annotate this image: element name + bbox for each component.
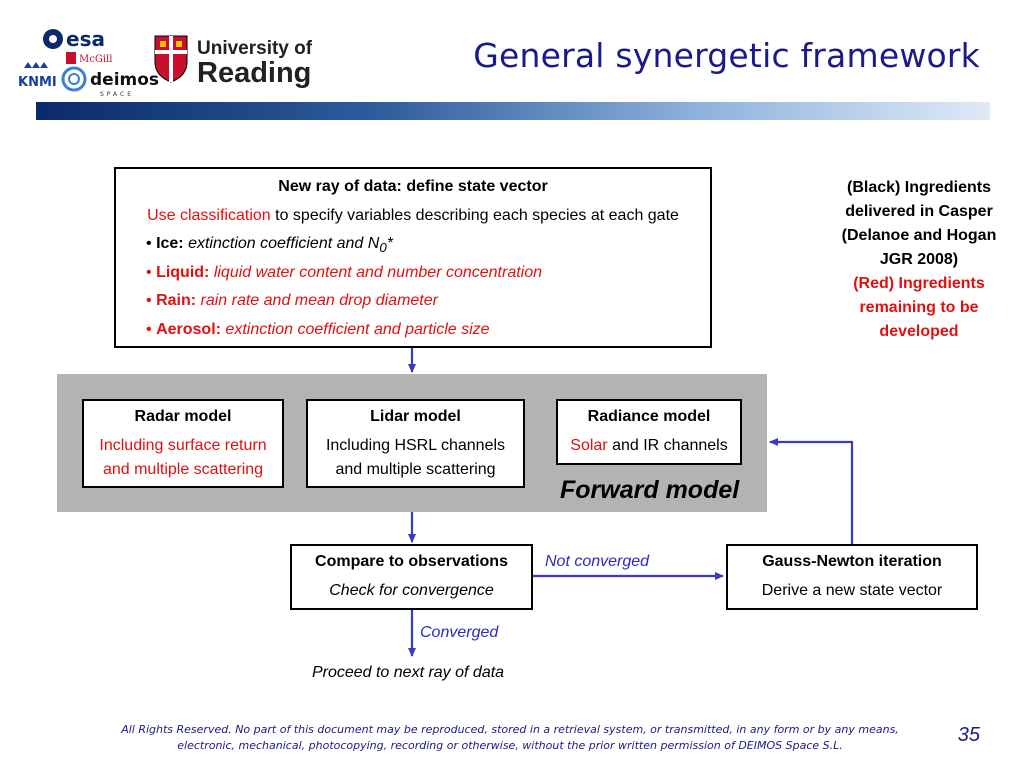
ice-text: extinction coefficient and N: [183, 235, 380, 252]
radar-line-1: Including surface return: [99, 437, 267, 454]
liquid-text: liquid water content and number concentr…: [209, 264, 543, 281]
radar-line-2: and multiple scattering: [102, 461, 264, 478]
svg-text:KNMI: KNMI: [18, 75, 57, 90]
page-number: 35: [957, 724, 980, 746]
lidar-line-2: and multiple scattering: [335, 461, 496, 478]
svg-text:SPACE: SPACE: [100, 91, 134, 98]
deimos-logo: deimos SPACE: [61, 66, 159, 98]
legend-red-line-1: (Red) Ingredients: [853, 275, 985, 292]
converged-label: Converged: [420, 624, 499, 641]
legend-black-line-2: delivered in Casper: [845, 203, 993, 220]
compare-observations-box: Compare to observations Check for conver…: [290, 544, 533, 610]
compare-title: Compare to observations: [315, 553, 508, 570]
liquid-bullet: • Liquid: liquid water content and numbe…: [146, 264, 542, 282]
ice-label: Ice:: [156, 235, 184, 252]
aerosol-label: Aerosol:: [156, 321, 221, 338]
reading-logo: University of Reading: [154, 35, 313, 89]
rain-bullet: • Rain: rain rate and mean drop diameter: [146, 292, 438, 310]
slide-title: General synergetic framework: [473, 36, 980, 75]
legend-black-line-4: JGR 2008): [879, 251, 959, 268]
legend-red-line-2: remaining to be: [859, 299, 979, 316]
radar-title: Radar model: [134, 408, 232, 425]
bullet-glyph: •: [146, 264, 152, 281]
lidar-model-box: Lidar model Including HSRL channels and …: [306, 399, 525, 488]
svg-text:esa: esa: [66, 27, 105, 51]
aerosol-bullet: • Aerosol: extinction coefficient and pa…: [146, 321, 490, 339]
svg-text:University of: University of: [197, 38, 312, 59]
not-converged-label: Not converged: [545, 553, 650, 570]
radiance-model-box: Radiance model Solar and IR channels: [556, 399, 742, 465]
svg-text:McGill: McGill: [79, 54, 112, 65]
radar-model-box: Radar model Including surface return and…: [82, 399, 284, 488]
classification-rest-text: to specify variables describing each spe…: [270, 207, 679, 224]
radiance-rest: and IR channels: [607, 437, 728, 454]
header-gradient-bar: [36, 102, 990, 120]
aerosol-text: extinction coefficient and particle size: [220, 321, 490, 338]
knmi-logo: KNMI: [18, 62, 57, 90]
legend-black-line-1: (Black) Ingredients: [846, 179, 992, 196]
partner-logos: esa McGill KNMI deimos SPACE University …: [12, 22, 313, 100]
proceed-label: Proceed to next ray of data: [311, 664, 505, 681]
arrow-gauss-to-forward: [769, 438, 854, 544]
bullet-glyph: •: [146, 321, 152, 338]
lidar-description: Including HSRL channels and multiple sca…: [308, 434, 523, 482]
svg-text:deimos: deimos: [90, 70, 159, 90]
mcgill-logo: McGill: [66, 52, 112, 65]
lidar-line-1: Including HSRL channels: [325, 437, 506, 454]
bullet-glyph: •: [146, 235, 152, 252]
copyright-footer: All Rights Reserved. No part of this doc…: [121, 723, 899, 752]
bullet-glyph: •: [146, 292, 152, 309]
ice-tail: *: [386, 235, 393, 252]
liquid-label: Liquid:: [156, 264, 210, 281]
radiance-solar: Solar: [570, 437, 608, 454]
lidar-title: Lidar model: [370, 408, 461, 425]
legend: (Black) Ingredients delivered in Casper …: [830, 176, 1008, 344]
gauss-newton-box: Gauss-Newton iteration Derive a new stat…: [726, 544, 978, 610]
ice-bullet: • Ice: extinction coefficient and N0*: [146, 235, 393, 255]
esa-logo: esa: [43, 27, 105, 51]
use-classification-text: Use classification: [147, 207, 271, 224]
legend-red-line-3: developed: [879, 323, 959, 340]
compare-subtitle: Check for convergence: [329, 582, 494, 599]
classification-line: Use classification to specify variables …: [116, 207, 710, 225]
radiance-description: Solar and IR channels: [558, 434, 740, 458]
radiance-title: Radiance model: [587, 408, 711, 425]
forward-model-label: Forward model: [560, 476, 740, 504]
rain-text: rain rate and mean drop diameter: [196, 292, 438, 309]
gauss-title: Gauss-Newton iteration: [762, 553, 942, 570]
radar-description: Including surface return and multiple sc…: [84, 434, 282, 482]
svg-text:Reading: Reading: [197, 57, 311, 89]
state-vector-box: New ray of data: define state vector Use…: [114, 167, 712, 348]
state-box-title: New ray of data: define state vector: [278, 178, 548, 195]
legend-black-line-3: (Delanoe and Hogan: [841, 227, 997, 244]
gauss-subtitle: Derive a new state vector: [761, 582, 943, 599]
rain-label: Rain:: [156, 292, 197, 309]
ice-subscript: 0: [379, 240, 387, 256]
